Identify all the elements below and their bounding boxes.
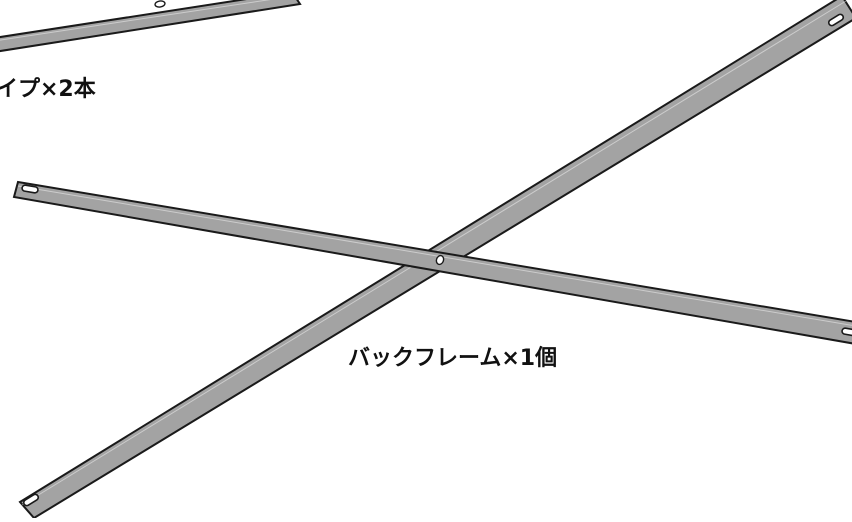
slot-bottom-left (22, 493, 40, 507)
pipe-bar (0, 0, 302, 53)
slot-top-right (827, 13, 845, 27)
slot-right (841, 327, 852, 337)
slot-left (21, 184, 39, 194)
back-frame-bar (12, 180, 852, 345)
back-frame-label: バックフレーム×1個 (348, 346, 558, 371)
pipe-label: イプ×2本 (0, 77, 96, 102)
pipe-hole (154, 0, 166, 8)
center-hole (435, 254, 445, 266)
